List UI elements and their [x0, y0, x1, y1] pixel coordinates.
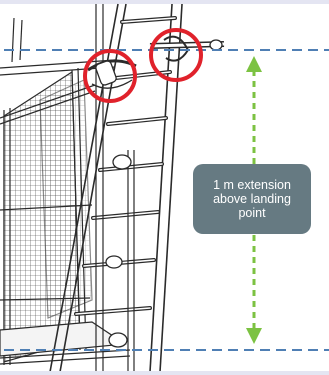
arrowhead-down — [246, 328, 262, 344]
callout-line-1: 1 m extension — [213, 178, 291, 192]
callout-line-3: point — [238, 206, 265, 220]
extension-callout-box: 1 m extension above landing point — [193, 164, 311, 234]
callout-line-2: above landing — [213, 192, 291, 206]
arrowhead-up — [246, 56, 262, 72]
bottom-frame-edge — [0, 371, 329, 375]
